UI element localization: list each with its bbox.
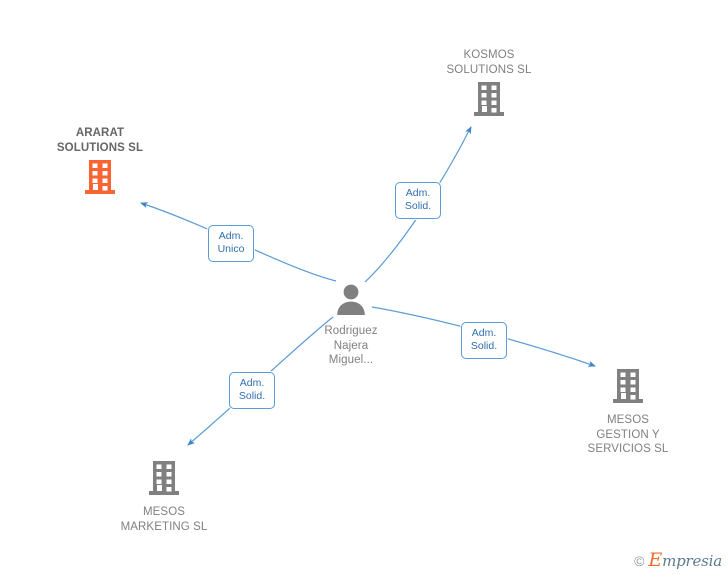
node-kosmos-solutions[interactable]: KOSMOS SOLUTIONS SL xyxy=(409,48,569,122)
edge-label-mesos-gestion[interactable]: Adm. Solid. xyxy=(461,322,507,359)
building-icon xyxy=(474,81,504,122)
node-label-mesos-marketing: MESOS MARKETING SL xyxy=(120,506,208,533)
node-label-ararat-solutions: ARARAT SOLUTIONS SL xyxy=(56,127,144,154)
node-mesos-gestion[interactable]: MESOS GESTION Y SERVICIOS SL xyxy=(548,368,708,457)
person-icon xyxy=(334,283,368,320)
node-label-mesos-gestion: MESOS GESTION Y SERVICIOS SL xyxy=(587,414,669,455)
edge-label-kosmos[interactable]: Adm. Solid. xyxy=(395,182,441,219)
watermark: © Empresia xyxy=(634,551,722,570)
copyright-icon: © xyxy=(634,553,645,569)
brand-initial: E xyxy=(648,549,663,571)
brand-rest: mpresia xyxy=(662,552,722,570)
edge-label-ararat[interactable]: Adm. Unico xyxy=(208,225,254,262)
node-ararat-solutions[interactable]: ARARAT SOLUTIONS SL xyxy=(20,126,180,200)
node-label-kosmos-solutions: KOSMOS SOLUTIONS SL xyxy=(446,49,532,76)
node-label-person-center: Rodriguez Najera Miguel... xyxy=(324,325,378,366)
node-mesos-marketing[interactable]: MESOS MARKETING SL xyxy=(84,460,244,534)
building-icon xyxy=(149,460,179,501)
edge-label-mesos-marketing[interactable]: Adm. Solid. xyxy=(229,372,275,409)
node-person-center[interactable]: Rodriguez Najera Miguel... xyxy=(271,283,431,368)
building-icon xyxy=(85,159,115,200)
brand-name: Empresia xyxy=(648,551,722,570)
building-icon xyxy=(613,368,643,409)
